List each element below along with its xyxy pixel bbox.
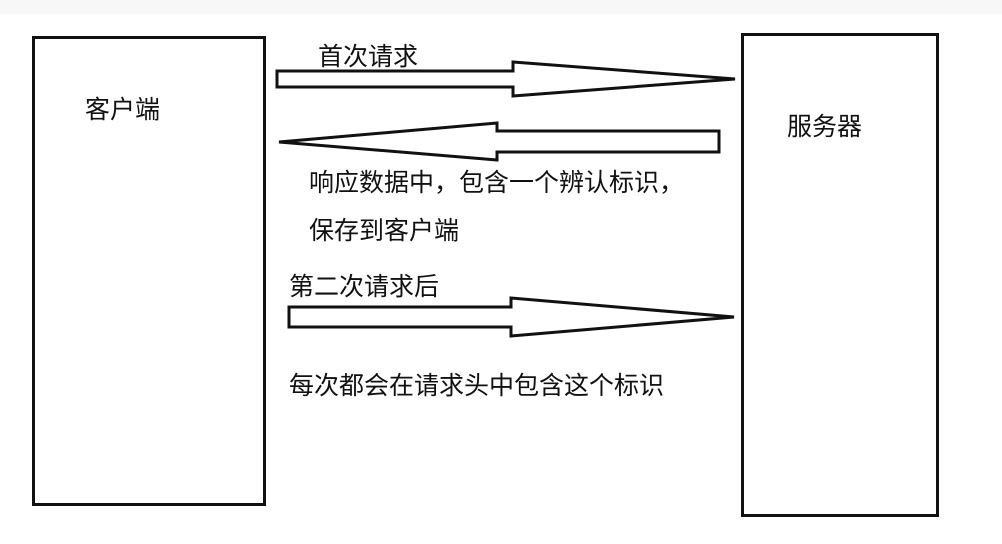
client-label: 客户端 [85,95,161,124]
response-label-line2: 保存到客户端 [309,216,460,245]
first-request-arrow [275,60,736,98]
server-box [741,33,939,517]
top-strip [0,0,1002,14]
response-arrow [278,121,721,162]
first-request-label: 首次请求 [318,42,419,71]
second-request-label: 第二次请求后 [289,272,440,301]
header-note-label: 每次都会在请求头中包含这个标识 [289,371,665,400]
client-box [32,36,266,506]
second-request-arrow [287,296,735,338]
server-label: 服务器 [787,112,863,141]
response-label-line1: 响应数据中，包含一个辨认标识， [309,168,685,197]
